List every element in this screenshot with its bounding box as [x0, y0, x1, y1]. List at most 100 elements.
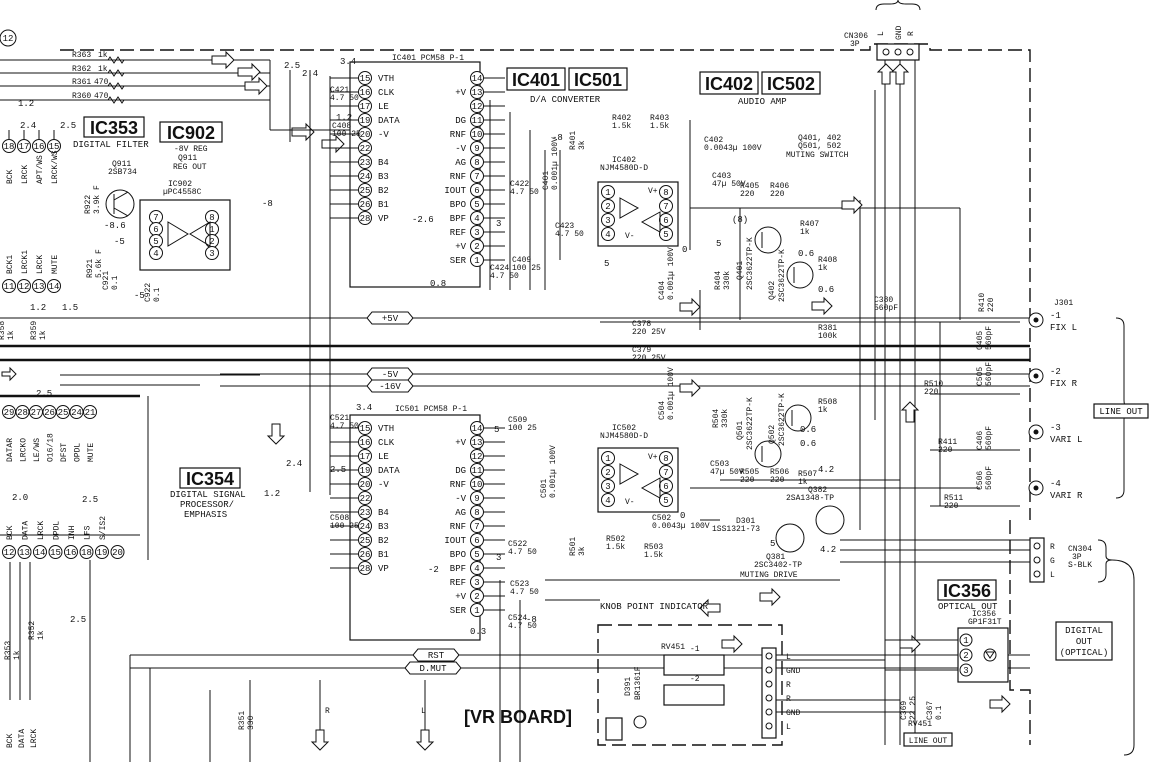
ic902-lpin-4: 4	[149, 246, 163, 260]
ic502-rpin-7-number: 7	[663, 468, 668, 478]
ic401-rpin-10: 10	[470, 127, 484, 141]
ic401-pin-25-number: 25	[360, 186, 371, 196]
svg-text:OUT: OUT	[1076, 637, 1093, 647]
rv-minus2: -2	[690, 675, 700, 684]
voltage-v-0-8: 0.8	[430, 279, 446, 289]
ic501-rpin-5-number: 5	[474, 550, 479, 560]
rv451-ref-top: RV451	[661, 643, 685, 652]
ic502-rpin-5-number: 5	[663, 496, 668, 506]
r503-value: 1.5k	[644, 551, 663, 560]
reg-caption-1: -8V REG	[174, 145, 208, 154]
ic354-bpin-15: 15	[48, 545, 63, 559]
r358-value: 1k	[7, 330, 16, 340]
r501-ref: R501	[569, 537, 578, 556]
svg-text:LINE OUT: LINE OUT	[909, 737, 948, 746]
c367-ref: C367	[926, 701, 935, 720]
ic356-optical: 1 2 3 IC356 GP1F31T DIGITAL OUT (OPTICAL…	[870, 610, 1113, 683]
ic501-pin-19-name: DATA	[378, 466, 400, 476]
ic501-pin-17: 17	[358, 449, 372, 463]
c369-ref: C369	[900, 701, 909, 720]
ic501-pin-25-name: B2	[378, 536, 389, 546]
q381-part: 2SC3402-TP	[754, 561, 802, 570]
c523-ref: C523	[510, 580, 529, 589]
reg-caption-2: Q911	[178, 154, 197, 163]
voltage-v-0b: 0	[680, 511, 685, 521]
r402-ref: R402	[612, 114, 631, 123]
c380-ref: C380	[874, 296, 893, 305]
vr-conn-pin-2: GND	[786, 667, 801, 676]
voltage-v-5d: 5	[494, 425, 499, 435]
ic401-pin-17-name: LE	[378, 102, 389, 112]
ic354-tpin-21: 21	[83, 405, 97, 419]
ic354-tpin-26-number: 26	[44, 408, 55, 418]
vr-board-title: [VR BOARD]	[464, 707, 572, 727]
j301-output-1-name: FIX L	[1050, 323, 1077, 333]
ic502-part: NJM4580D-D	[600, 432, 648, 441]
ic501-rpin-11-name: DG	[455, 466, 466, 476]
optical-out-caption: OPTICAL OUT	[938, 602, 998, 612]
ic501-rpin-3-name: REF	[450, 578, 466, 588]
ic501-rpin-9-number: 9	[474, 494, 479, 504]
ic353-pin-16-number: 16	[34, 142, 45, 152]
ic401-pin-16: 16	[358, 85, 372, 99]
j301-ref: J301	[1054, 299, 1073, 308]
ic-title-ic501: IC501	[568, 67, 628, 91]
ic353-lpin-11-name: BCK1	[6, 255, 15, 274]
c408-value: 100 25	[332, 130, 361, 139]
ic501-rpin-9: 9	[470, 491, 484, 505]
ic402-lpin-4: 4	[601, 227, 615, 241]
r360-label: R360	[72, 92, 91, 101]
c505-value: 560pF	[985, 362, 994, 386]
c522-value: 4.7 50	[508, 548, 537, 557]
r361-value: 470	[94, 78, 109, 87]
c502-ref: C502	[652, 514, 671, 523]
ic401-rpin-4-name: BPF	[450, 214, 466, 224]
r408-ref: R408	[818, 256, 837, 265]
ic353-pin-17: 17	[17, 139, 31, 153]
c922-ref: C922	[144, 283, 153, 302]
digital-filter-caption: DIGITAL FILTER	[73, 140, 149, 150]
ic401-pin-22-number: 22	[360, 144, 371, 154]
q911-part: 2SB734	[108, 168, 137, 177]
ic353-pin-17-name: LRCK	[21, 165, 30, 184]
ic501-pin-26-number: 26	[360, 550, 371, 560]
c921-value: 0.1	[111, 275, 120, 290]
r921-value: 5.6k F	[95, 249, 104, 278]
ic501-pin-28: 28	[358, 561, 372, 575]
ic353-lpin-13: 13	[32, 279, 46, 293]
ic354-tpin-21-number: 21	[85, 408, 96, 418]
cn306-connector: L GND R CN306 3P	[844, 0, 921, 61]
rail-label-rst: RST	[412, 648, 460, 662]
q502-ref: Q502	[768, 425, 777, 444]
ic401-rpin-11-name: DG	[455, 116, 466, 126]
c405-value: 560pF	[985, 326, 994, 350]
knob-point-caption: KNOB POINT INDICATOR	[600, 602, 709, 612]
rv451-ref-bottom: RV451	[908, 720, 932, 729]
ic401-pin-26-name: B1	[378, 200, 389, 210]
ic501-pin-19-number: 19	[360, 466, 371, 476]
cn304-pin-g: G	[1050, 557, 1055, 566]
svg-text:-5V: -5V	[382, 370, 399, 380]
d301-part: 1SS1321-73	[712, 525, 760, 534]
ic402-lpin-3-number: 3	[605, 216, 610, 226]
c409-value: 100 25	[512, 264, 541, 273]
voltage-v-m8-ic902: -8	[262, 199, 273, 209]
q382-part: 2SA1348-TP	[786, 494, 834, 503]
ic501-rpin-7-name: RNF	[450, 522, 466, 532]
r922-value: 3.9k F	[93, 185, 102, 214]
ic401-rpin-4-number: 4	[474, 214, 479, 224]
c404-value: 0.001µ 100V	[667, 247, 676, 300]
ic902-rpin-2: 2	[205, 234, 219, 248]
c422-ref: C422	[510, 180, 529, 189]
ic401-rpin-8-number: 8	[474, 158, 479, 168]
c401-ref: C401	[542, 171, 551, 190]
ic353-lpin-13-name: LRCK	[36, 255, 45, 274]
c405-ref: C405	[976, 331, 985, 350]
svg-text:IC501: IC501	[574, 70, 622, 90]
cn304-sub: S-BLK	[1068, 561, 1092, 570]
voltage-v-1-2b: 1.2	[336, 113, 352, 123]
c506-ref: C506	[976, 471, 985, 490]
ic401-pin-23-number: 23	[360, 158, 371, 168]
ic401-rpin-2-name: +V	[455, 242, 466, 252]
